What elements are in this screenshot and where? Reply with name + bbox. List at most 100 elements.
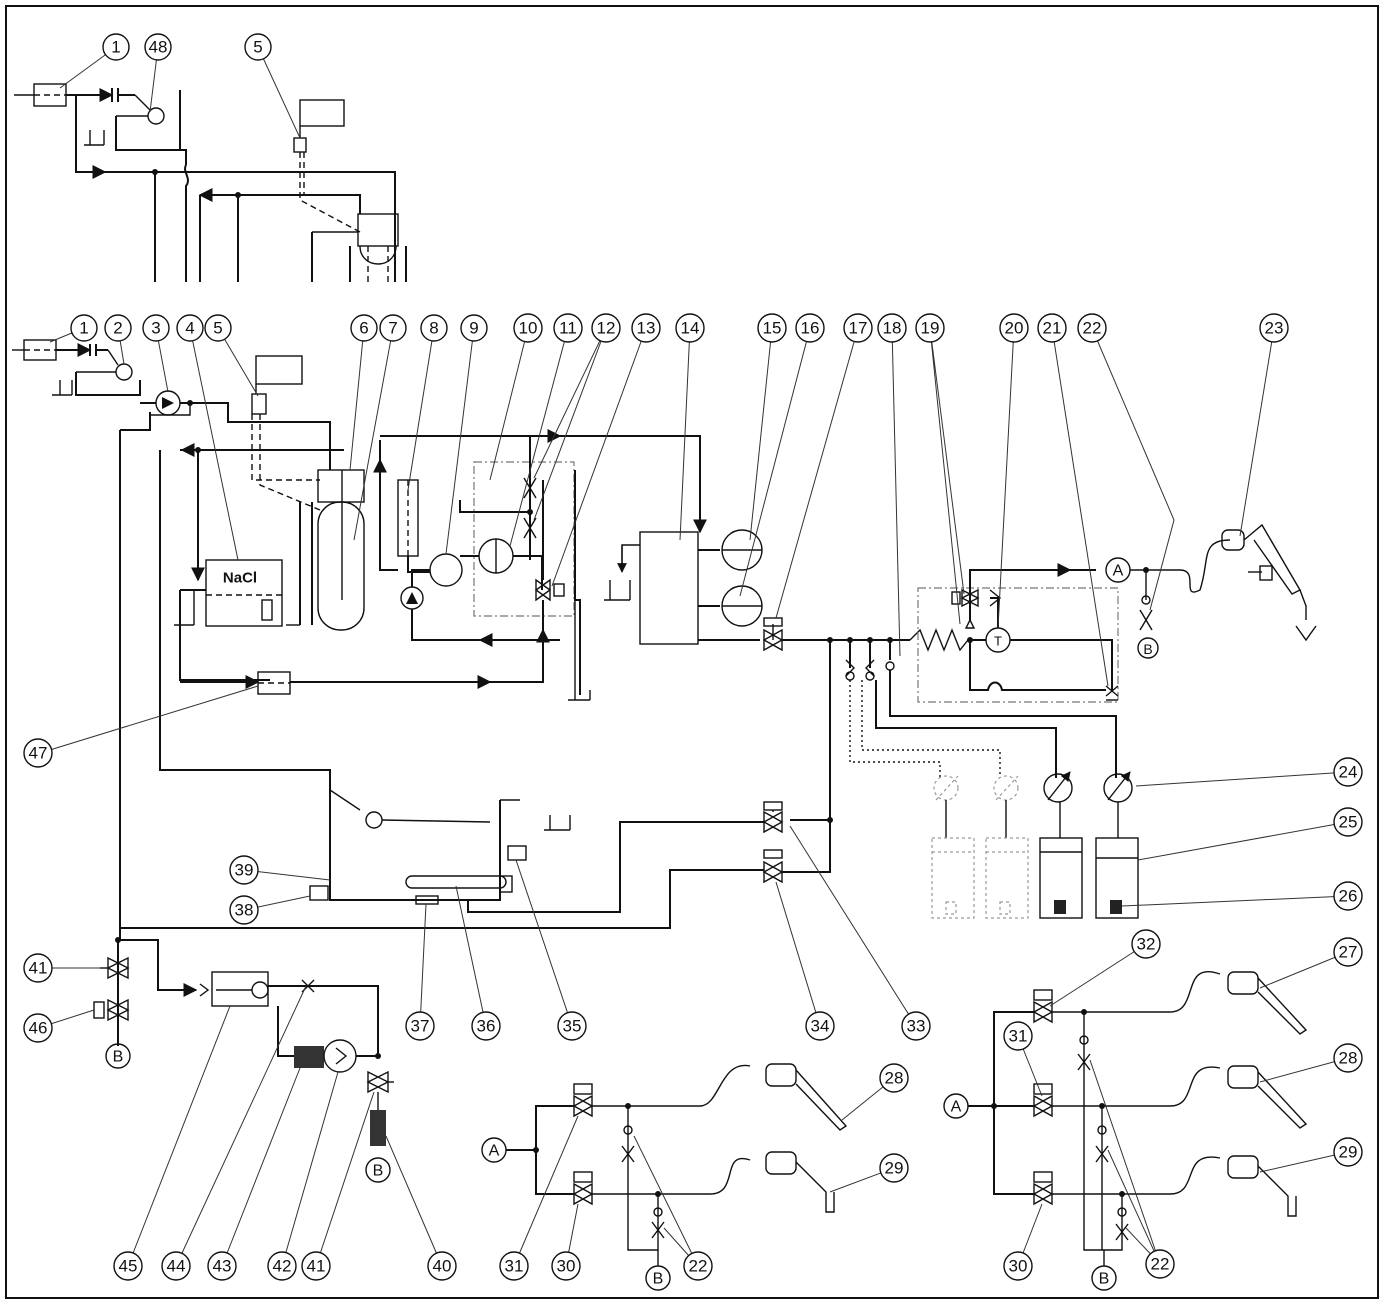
callout-40: 40 — [427, 1251, 457, 1281]
svg-text:4: 4 — [185, 319, 194, 338]
callout-19: 19 — [915, 313, 945, 343]
callout-36: 36 — [471, 1011, 501, 1041]
svg-text:25: 25 — [1339, 813, 1358, 832]
svg-text:46: 46 — [29, 1019, 48, 1038]
svg-text:36: 36 — [477, 1017, 496, 1036]
dosing-section: B B — [93, 940, 394, 1183]
callout-28-right: 28 — [1333, 1043, 1363, 1073]
svg-text:15: 15 — [763, 319, 782, 338]
callout-1-inset: 1 — [102, 33, 130, 61]
callout-41-left: 41 — [23, 953, 53, 983]
callout-21: 21 — [1037, 313, 1067, 343]
svg-text:48: 48 — [149, 38, 168, 57]
outlet-group-middle: A B — [481, 1063, 848, 1291]
svg-text:31: 31 — [1009, 1027, 1028, 1046]
callout-39: 39 — [229, 855, 259, 885]
callout-26: 26 — [1333, 881, 1363, 911]
callout-33: 33 — [901, 1011, 931, 1041]
svg-text:18: 18 — [883, 319, 902, 338]
callout-20: 20 — [999, 313, 1029, 343]
storage-tank-section — [120, 769, 831, 997]
callout-44: 44 — [161, 1251, 191, 1281]
svg-text:21: 21 — [1043, 319, 1062, 338]
callout-4: 4 — [176, 314, 204, 342]
inset-detail — [14, 83, 407, 282]
connector-b-label-mid: B — [653, 1271, 664, 1288]
svg-text:35: 35 — [563, 1017, 582, 1036]
svg-text:6: 6 — [359, 319, 368, 338]
svg-text:32: 32 — [1137, 935, 1156, 954]
callout-43: 43 — [207, 1251, 237, 1281]
svg-text:14: 14 — [681, 319, 700, 338]
callout-18: 18 — [877, 313, 907, 343]
callout-7: 7 — [379, 314, 407, 342]
callout-28-mid: 28 — [879, 1063, 909, 1093]
callout-31-right: 31 — [1003, 1021, 1033, 1051]
callout-45: 45 — [113, 1251, 143, 1281]
svg-text:13: 13 — [637, 319, 656, 338]
svg-text:10: 10 — [519, 319, 538, 338]
svg-text:28: 28 — [1339, 1049, 1358, 1068]
callout-13: 13 — [631, 313, 661, 343]
svg-text:47: 47 — [29, 744, 48, 763]
callout-41-bottom: 41 — [301, 1251, 331, 1281]
svg-text:1: 1 — [111, 38, 120, 57]
svg-text:31: 31 — [505, 1257, 524, 1276]
callout-5-inset: 5 — [244, 33, 272, 61]
svg-text:44: 44 — [167, 1257, 186, 1276]
svg-text:24: 24 — [1339, 763, 1358, 782]
svg-text:2: 2 — [113, 319, 122, 338]
callout-16: 16 — [795, 313, 825, 343]
callout-27: 27 — [1333, 937, 1363, 967]
callout-22-top: 22 — [1077, 313, 1107, 343]
water-treatment-section: NaCl — [12, 339, 763, 943]
callout-25: 25 — [1333, 807, 1363, 837]
svg-text:41: 41 — [307, 1257, 326, 1276]
svg-text:17: 17 — [849, 319, 868, 338]
callout-17: 17 — [843, 313, 873, 343]
svg-text:39: 39 — [235, 861, 254, 880]
callout-11: 11 — [553, 313, 583, 343]
callout-31-mid: 31 — [499, 1251, 529, 1281]
svg-text:45: 45 — [119, 1257, 138, 1276]
svg-text:19: 19 — [921, 319, 940, 338]
callout-30-mid: 30 — [551, 1251, 581, 1281]
connector-b-label-top: B — [1143, 641, 1152, 657]
callout-8: 8 — [420, 314, 448, 342]
callout-9: 9 — [460, 314, 488, 342]
callout-47: 47 — [23, 738, 53, 768]
callouts: 1 48 5 1 2 3 4 5 6 7 8 9 10 11 12 13 14 … — [23, 33, 1363, 1281]
svg-text:27: 27 — [1339, 943, 1358, 962]
svg-text:42: 42 — [273, 1257, 292, 1276]
svg-text:20: 20 — [1005, 319, 1024, 338]
svg-text:30: 30 — [557, 1257, 576, 1276]
salt-tank-label: NaCl — [223, 570, 257, 587]
callout-30-right: 30 — [1003, 1251, 1033, 1281]
outer-border — [5, 5, 1379, 1299]
svg-text:12: 12 — [597, 319, 616, 338]
distribution-section: T A B — [762, 523, 1317, 919]
connector-a-label-right: A — [951, 1099, 962, 1116]
callout-37: 37 — [405, 1011, 435, 1041]
svg-text:26: 26 — [1339, 887, 1358, 906]
callout-38: 38 — [229, 895, 259, 925]
svg-text:34: 34 — [811, 1017, 830, 1036]
connector-a-label-top: A — [1113, 563, 1124, 580]
callout-35: 35 — [557, 1011, 587, 1041]
outlet-group-right: A B — [943, 971, 1308, 1291]
svg-text:3: 3 — [151, 319, 160, 338]
callout-32: 32 — [1131, 929, 1161, 959]
leader-lines — [37, 46, 1349, 1267]
callout-6: 6 — [350, 314, 378, 342]
svg-text:22: 22 — [1151, 1255, 1170, 1274]
svg-text:29: 29 — [1339, 1143, 1358, 1162]
svg-text:30: 30 — [1009, 1257, 1028, 1276]
callout-12: 12 — [591, 313, 621, 343]
callout-42: 42 — [267, 1251, 297, 1281]
callout-24: 24 — [1333, 757, 1363, 787]
svg-text:43: 43 — [213, 1257, 232, 1276]
svg-text:5: 5 — [253, 38, 262, 57]
svg-text:22: 22 — [689, 1257, 708, 1276]
callout-22-mid: 22 — [683, 1251, 713, 1281]
